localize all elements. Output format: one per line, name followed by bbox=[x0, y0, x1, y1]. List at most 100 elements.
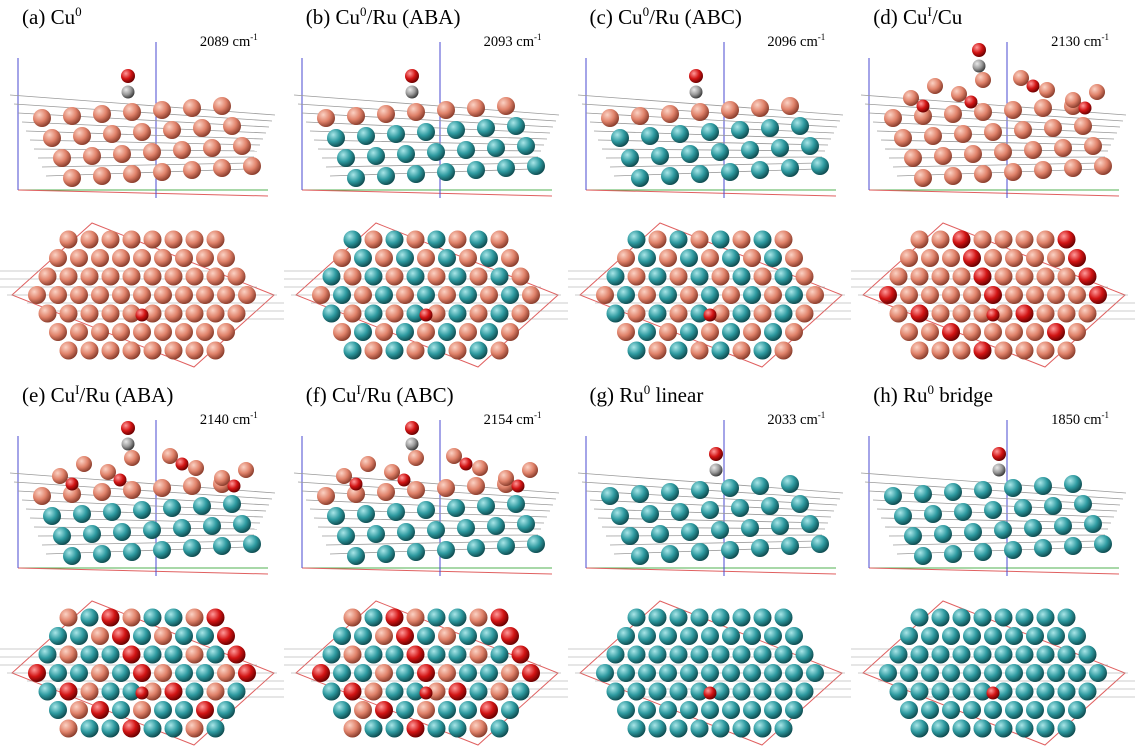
frequency-unit: cm bbox=[516, 33, 534, 50]
ruthenium-atom bbox=[49, 663, 67, 682]
oxygen-atom bbox=[459, 457, 473, 470]
ruthenium-atom bbox=[427, 230, 446, 249]
oxygen-atom bbox=[385, 608, 404, 626]
oxygen-atom bbox=[112, 626, 130, 645]
top-view bbox=[283, 222, 568, 368]
copper-atom bbox=[238, 286, 256, 304]
ruthenium-atom bbox=[364, 645, 383, 663]
copper-atom bbox=[122, 304, 141, 323]
copper-atom bbox=[469, 304, 488, 323]
ruthenium-atom bbox=[679, 626, 698, 645]
ruthenium-atom bbox=[227, 682, 246, 700]
copper-atom bbox=[154, 249, 172, 267]
copper-atom bbox=[28, 286, 46, 304]
ruthenium-atom bbox=[1004, 478, 1023, 497]
ruthenium-atom bbox=[994, 520, 1013, 539]
copper-atom bbox=[1026, 249, 1045, 267]
copper-atom bbox=[784, 249, 803, 267]
copper-atom bbox=[910, 267, 929, 286]
oxygen-atom bbox=[963, 249, 982, 267]
frequency-value: 2130 bbox=[1051, 33, 1081, 50]
copper-atom bbox=[445, 447, 462, 464]
ruthenium-atom bbox=[921, 700, 940, 719]
copper-atom bbox=[153, 101, 171, 119]
copper-atom bbox=[112, 249, 130, 267]
ruthenium-atom bbox=[343, 230, 362, 249]
panel-letter: (f) bbox=[305, 382, 327, 407]
slab-atoms bbox=[884, 474, 1113, 565]
ruthenium-atom bbox=[1044, 496, 1063, 515]
copper-atom bbox=[59, 645, 78, 663]
side-view bbox=[293, 419, 559, 576]
slab-atoms-top-view bbox=[28, 230, 256, 360]
ruthenium-atom bbox=[469, 341, 488, 360]
ruthenium-atom bbox=[944, 482, 963, 501]
ruthenium-atom bbox=[637, 626, 656, 645]
top-view bbox=[0, 222, 284, 368]
slab-model bbox=[567, 419, 852, 746]
species-symbol: Ru bbox=[619, 382, 644, 407]
copper-atom bbox=[123, 103, 141, 121]
ruthenium-atom bbox=[1036, 608, 1055, 626]
copper-atom bbox=[100, 463, 116, 480]
ruthenium-atom bbox=[1057, 645, 1076, 663]
copper-atom bbox=[994, 304, 1013, 323]
ruthenium-atom bbox=[964, 522, 983, 541]
slab-atoms-top-view bbox=[879, 608, 1108, 737]
ruthenium-atom bbox=[448, 267, 467, 286]
co-adsorbate bbox=[708, 446, 723, 476]
ruthenium-atom bbox=[879, 663, 898, 682]
copper-atom bbox=[196, 323, 214, 341]
copper-atom bbox=[944, 167, 963, 185]
ruthenium-atom bbox=[385, 719, 404, 737]
co-stretch-frequency: 2033 cm-1 bbox=[767, 410, 825, 429]
ruthenium-atom bbox=[648, 267, 666, 286]
ruthenium-atom bbox=[366, 147, 385, 165]
ruthenium-atom bbox=[973, 645, 992, 663]
copper-atom bbox=[774, 341, 792, 360]
support-description: /Ru (ABC) bbox=[649, 5, 742, 29]
ruthenium-atom bbox=[690, 267, 708, 286]
copper-atom bbox=[59, 267, 78, 286]
ruthenium-atom bbox=[336, 526, 355, 545]
copper-atom bbox=[122, 230, 141, 249]
copper-atom bbox=[1013, 70, 1030, 86]
copper-atom bbox=[974, 165, 993, 183]
ruthenium-atom bbox=[994, 719, 1013, 737]
ruthenium-atom bbox=[101, 719, 120, 737]
ruthenium-atom bbox=[1004, 540, 1023, 559]
ruthenium-atom bbox=[784, 663, 803, 682]
copper-atom bbox=[217, 286, 235, 304]
copper-atom bbox=[124, 449, 140, 466]
frequency-unit: cm bbox=[1083, 33, 1102, 50]
copper-atom bbox=[921, 249, 940, 267]
copper-atom bbox=[1057, 341, 1076, 360]
slab-atoms bbox=[316, 474, 545, 565]
ruthenium-atom bbox=[711, 645, 729, 663]
ruthenium-atom bbox=[750, 476, 769, 495]
ruthenium-atom bbox=[437, 323, 456, 341]
copper-atom bbox=[1047, 286, 1066, 304]
copper-atom bbox=[154, 286, 172, 304]
slab-atoms-top-view bbox=[311, 608, 540, 737]
ruthenium-atom bbox=[774, 267, 792, 286]
oxygen-atom bbox=[521, 663, 540, 682]
ruthenium-atom bbox=[931, 719, 950, 737]
ruthenium-atom bbox=[326, 506, 345, 525]
copper-atom bbox=[437, 286, 456, 304]
ruthenium-atom bbox=[944, 544, 963, 563]
copper-atom bbox=[91, 663, 109, 682]
co-adsorbate bbox=[121, 420, 135, 450]
ruthenium-atom bbox=[742, 286, 761, 304]
copper-atom bbox=[217, 249, 235, 267]
copper-atom bbox=[52, 467, 68, 484]
ruthenium-atom bbox=[175, 626, 193, 645]
ruthenium-atom bbox=[700, 286, 719, 304]
ruthenium-atom bbox=[973, 682, 992, 700]
copper-atom bbox=[1068, 323, 1087, 341]
oxygen-atom bbox=[916, 99, 930, 113]
ruthenium-atom bbox=[243, 534, 261, 553]
copper-atom bbox=[469, 608, 488, 626]
ruthenium-atom bbox=[506, 117, 525, 135]
ruthenium-atom bbox=[496, 536, 515, 555]
